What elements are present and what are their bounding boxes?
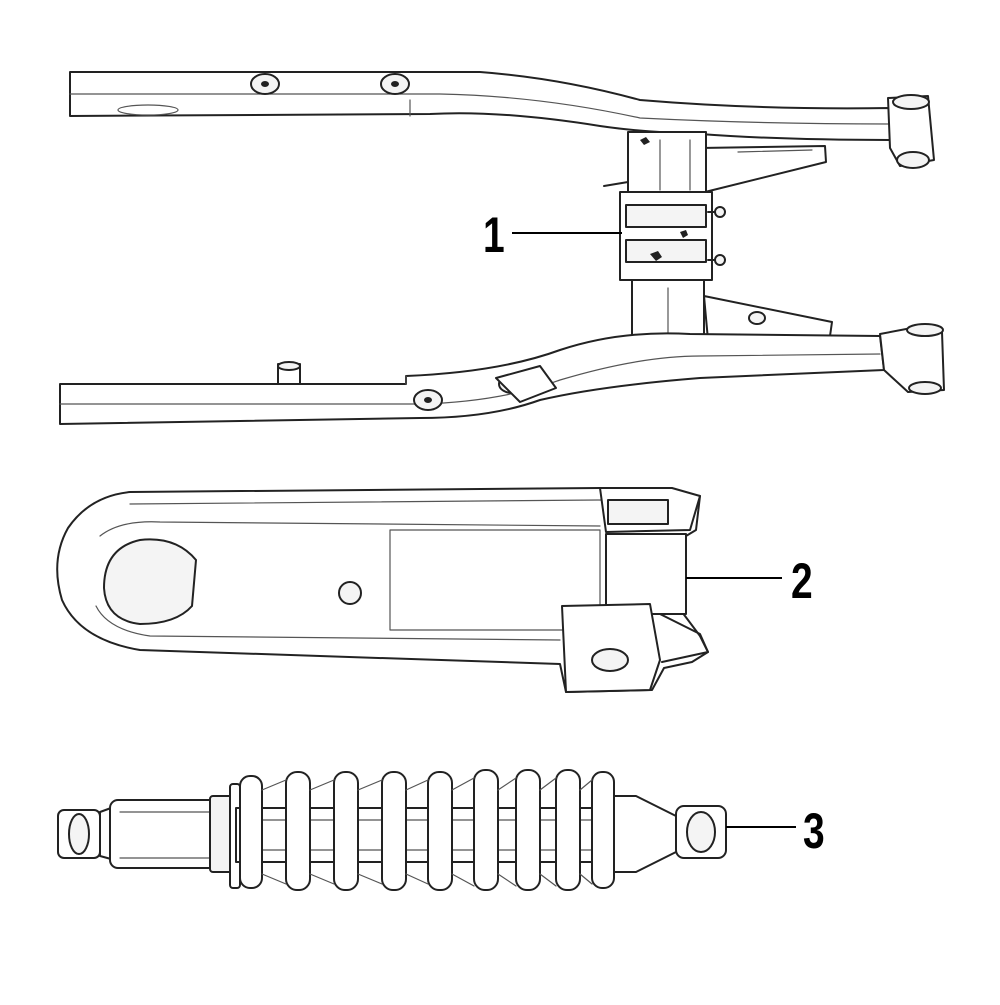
chain-guard-opening [103, 538, 197, 625]
swingarm-lower-arm [59, 332, 885, 425]
shock-upper-seat [613, 795, 681, 873]
pivot-upper-block [627, 131, 707, 195]
chain-guard-slot [591, 648, 629, 672]
chain-guard-hole [338, 581, 362, 605]
upper-gusset [699, 145, 827, 193]
shock-spring [239, 769, 615, 891]
swingarm-upper-arm [69, 71, 896, 141]
callout-1-label: 1 [483, 207, 505, 263]
callout-3-label: 3 [803, 803, 825, 859]
chain-guard [56, 487, 782, 693]
chain-guard-mount-tab [561, 603, 661, 693]
shock-preload-collar [209, 795, 233, 873]
swingarm [59, 71, 945, 425]
callout-2-label: 2 [791, 553, 813, 609]
rear-shock-absorber [57, 769, 796, 891]
